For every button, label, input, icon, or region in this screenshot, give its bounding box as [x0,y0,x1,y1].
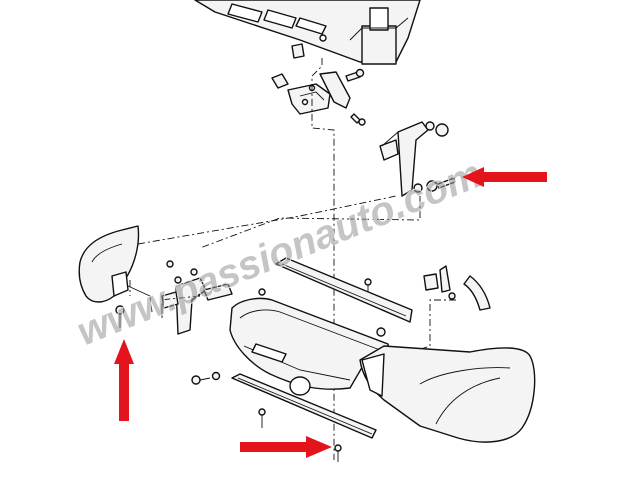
left-bumper-end-cap [78,225,153,313]
center-bumper-cover [229,297,391,396]
right-side-bracket [379,121,456,197]
right-bumper-end-cap [359,345,536,443]
upper-impact-strip [275,257,413,323]
right-end-bracket [423,265,491,311]
center-mount-bracket [271,71,351,115]
lower-trim-strip [231,373,377,439]
frame-clip [291,43,305,59]
left-side-bracket [161,277,233,335]
arrow-to-bottom-screw [240,436,332,458]
frame-crossmember [194,0,421,65]
arrow-to-side-bracket-bolt [462,167,547,187]
arrow-to-end-cap-screw [114,339,134,421]
